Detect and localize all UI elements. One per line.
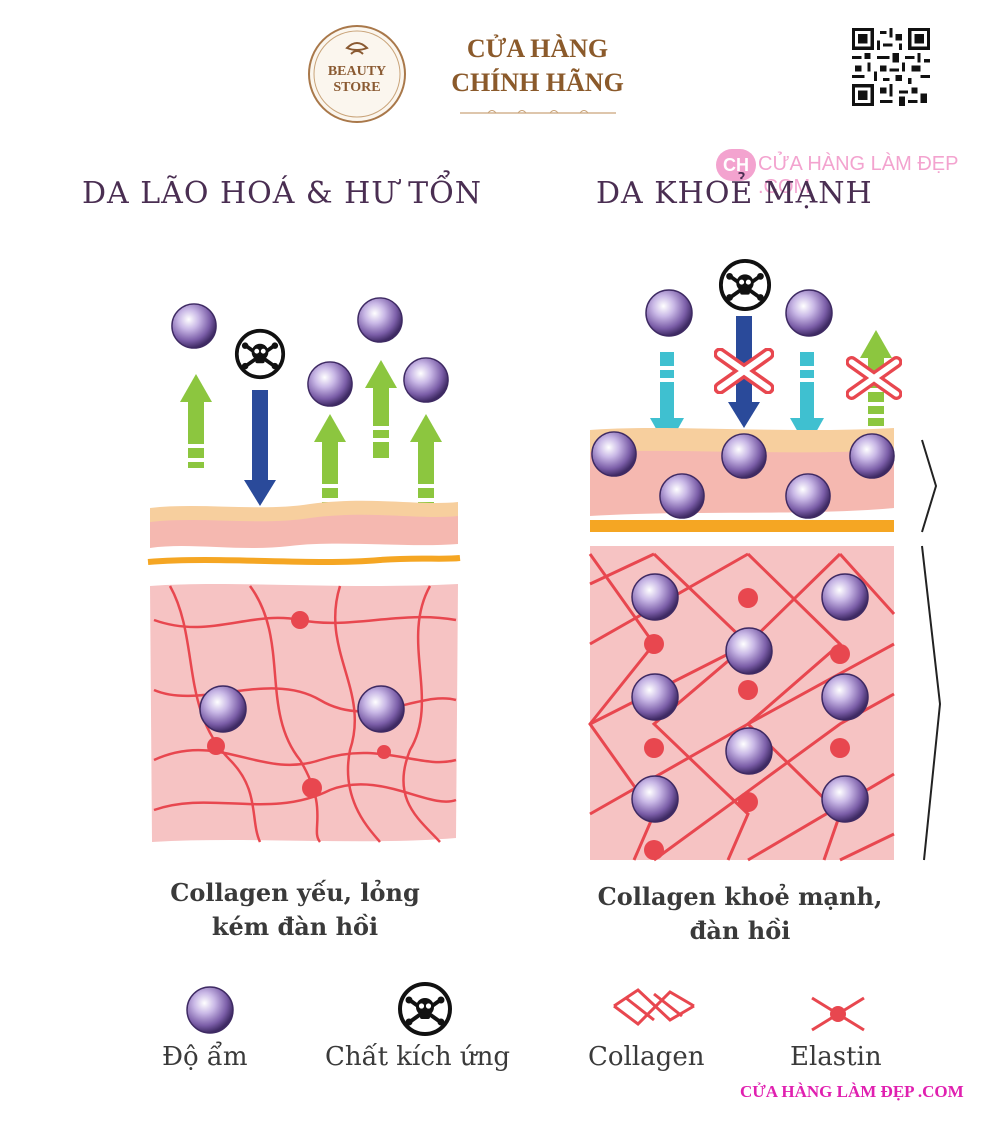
watermark-top: CH CỬA HÀNG LÀM ĐẸP .COM bbox=[714, 140, 998, 198]
legend-collagen-icon bbox=[613, 988, 695, 1026]
legend-irritant-label: Chất kích ứng bbox=[325, 1042, 511, 1072]
moisture-sphere-icon bbox=[821, 573, 869, 621]
moisture-sphere-icon bbox=[821, 673, 869, 721]
left-panel-title: DA LÃO HOÁ & HƯ TỔN bbox=[82, 176, 483, 211]
weak-collagen-network bbox=[153, 585, 457, 843]
moisture-sphere-icon bbox=[785, 473, 831, 519]
right-caption-line-2: đàn hồi bbox=[689, 916, 791, 945]
store-title: CỬA HÀNG CHÍNH HÃNG bbox=[420, 32, 655, 100]
moisture-sphere-icon bbox=[725, 727, 773, 775]
moisture-sphere-icon bbox=[721, 433, 767, 479]
watermark-badge: CH bbox=[716, 149, 756, 181]
irritant-blocked-arrow bbox=[728, 316, 760, 428]
basement-line bbox=[147, 555, 461, 565]
left-caption: Collagen yếu, lỏng kém đàn hồi bbox=[140, 876, 450, 944]
legend-moisture-icon bbox=[186, 986, 234, 1034]
logo-line-1: BEAUTY bbox=[327, 64, 387, 79]
left-caption-line-1: Collagen yếu, lỏng bbox=[170, 878, 420, 907]
watermark-text-top: CỬA HÀNG LÀM ĐẸP .COM bbox=[758, 153, 959, 198]
watermark-bottom: CỬA HÀNG LÀM ĐẸP .COM bbox=[740, 1082, 964, 1101]
moisture-sphere-icon bbox=[199, 685, 247, 733]
basement-line bbox=[590, 520, 894, 532]
store-title-line-1: CỬA HÀNG bbox=[466, 34, 609, 63]
right-panel-title: DA KHOẺ MẠNH bbox=[596, 176, 873, 211]
moisture-sphere-icon bbox=[591, 431, 637, 477]
left-caption-line-2: kém đàn hồi bbox=[211, 912, 379, 941]
dermis-bracket bbox=[921, 545, 942, 861]
logo-line-2: STORE bbox=[333, 80, 381, 95]
moisture-sphere-icon bbox=[631, 573, 679, 621]
elastin-nodes bbox=[644, 588, 850, 860]
moisture-sphere-icon bbox=[821, 775, 869, 823]
moisture-sphere-icon bbox=[725, 627, 773, 675]
moisture-sphere-icon bbox=[849, 433, 895, 479]
legend-moisture-label: Độ ẩm bbox=[162, 1042, 248, 1072]
healthy-skin-diagram bbox=[588, 258, 942, 862]
irritant-skull-icon bbox=[234, 328, 286, 380]
moisture-escape-arrows bbox=[180, 360, 442, 522]
moisture-sphere-icon bbox=[357, 297, 403, 343]
aged-skin-diagram bbox=[147, 297, 461, 843]
right-caption-line-1: Collagen khoẻ mạnh, bbox=[597, 882, 883, 911]
ornament-divider-icon bbox=[460, 110, 616, 114]
skin-surface-layer bbox=[150, 514, 458, 548]
moisture-sphere-icon bbox=[631, 775, 679, 823]
right-caption: Collagen khoẻ mạnh, đàn hồi bbox=[580, 880, 900, 948]
moisture-sphere-icon bbox=[357, 685, 405, 733]
legend-collagen-label: Collagen bbox=[588, 1042, 705, 1072]
moisture-sphere-icon bbox=[631, 673, 679, 721]
moisture-sphere-icon bbox=[307, 361, 353, 407]
store-title-line-2: CHÍNH HÃNG bbox=[451, 68, 624, 97]
legend-elastin-label: Elastin bbox=[790, 1042, 882, 1072]
legend-elastin-icon bbox=[811, 996, 865, 1032]
qr-code-icon bbox=[852, 28, 930, 106]
moisture-sphere-icon bbox=[785, 289, 833, 337]
moisture-sphere-icon bbox=[171, 303, 217, 349]
moisture-sphere-icon bbox=[659, 473, 705, 519]
irritant-skull-icon bbox=[718, 258, 772, 312]
legend-skull-icon bbox=[398, 982, 452, 1036]
moisture-sphere-icon bbox=[645, 289, 693, 337]
moisture-sphere-icon bbox=[403, 357, 449, 403]
beauty-store-logo: BEAUTY STORE bbox=[305, 24, 409, 124]
logo-emblem-icon bbox=[308, 25, 406, 123]
dermis-layer bbox=[150, 584, 458, 842]
irritant-entry-arrow bbox=[244, 390, 276, 506]
elastin-nodes bbox=[207, 611, 391, 798]
epidermis-bracket bbox=[921, 439, 938, 533]
